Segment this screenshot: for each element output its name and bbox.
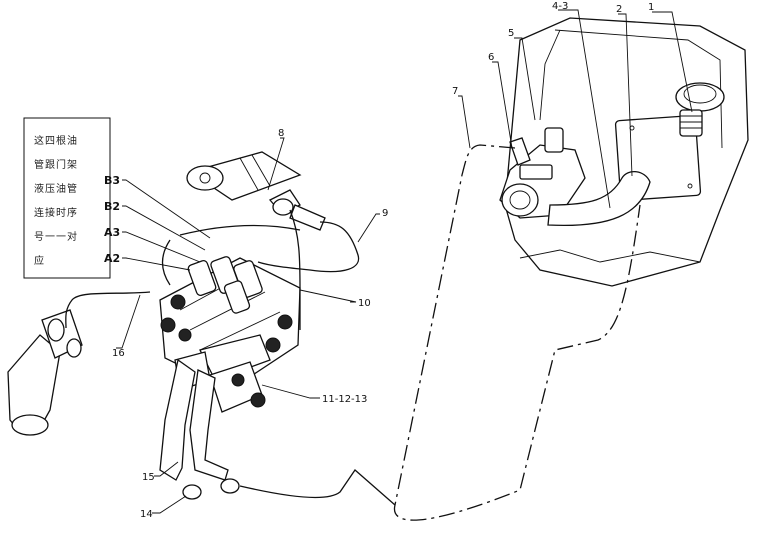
fitting-14a: [182, 484, 202, 500]
callout-10: 10: [358, 298, 371, 309]
callout-15: 15: [142, 472, 155, 483]
hose-b3: [179, 224, 301, 236]
suction-hose: [547, 171, 651, 227]
note-line-4: 连接时序: [34, 206, 78, 219]
note-line-2: 管跟门架: [34, 158, 78, 171]
hose-7: [393, 144, 641, 521]
callout-5: 5: [508, 28, 514, 39]
callout-4-3: 4-3: [552, 1, 568, 12]
callout-b2: B2: [104, 200, 120, 213]
leader-lines: [116, 9, 693, 514]
callout-1: 1: [648, 2, 654, 13]
callout-9: 9: [382, 208, 388, 219]
callout-8: 8: [278, 128, 284, 139]
callout-16: 16: [112, 348, 125, 359]
callout-14: 14: [140, 509, 153, 520]
callout-a2: A2: [104, 252, 120, 265]
hose-8: [289, 209, 301, 330]
callout-b3: B3: [104, 174, 120, 187]
control-valve: [159, 256, 301, 413]
hose-15b: [189, 369, 229, 481]
return-line: [239, 469, 396, 506]
hose-b2: [161, 239, 171, 286]
hydraulic-pump: [499, 127, 586, 219]
note-line-1: 这四根油: [34, 134, 78, 147]
fitting-14b: [220, 478, 240, 494]
callout-6: 6: [488, 52, 494, 63]
tilt-cylinder: [186, 151, 326, 231]
steering-column: [7, 309, 83, 436]
hose-9: [257, 221, 360, 273]
callout-a3: A3: [104, 226, 120, 239]
hose-16: [65, 291, 151, 329]
callout-2: 2: [616, 4, 622, 15]
callout-7: 7: [452, 86, 458, 97]
hose-15: [159, 358, 196, 481]
note-line-3: 液压油管: [34, 182, 78, 195]
callout-11-12-13: 11-12-13: [322, 394, 367, 405]
note-box: 这四根油 管跟门架 液压油管 连接时序 号一一对 应: [23, 117, 111, 279]
note-line-5: 号一一对: [34, 230, 78, 243]
note-line-6: 应: [34, 254, 45, 267]
